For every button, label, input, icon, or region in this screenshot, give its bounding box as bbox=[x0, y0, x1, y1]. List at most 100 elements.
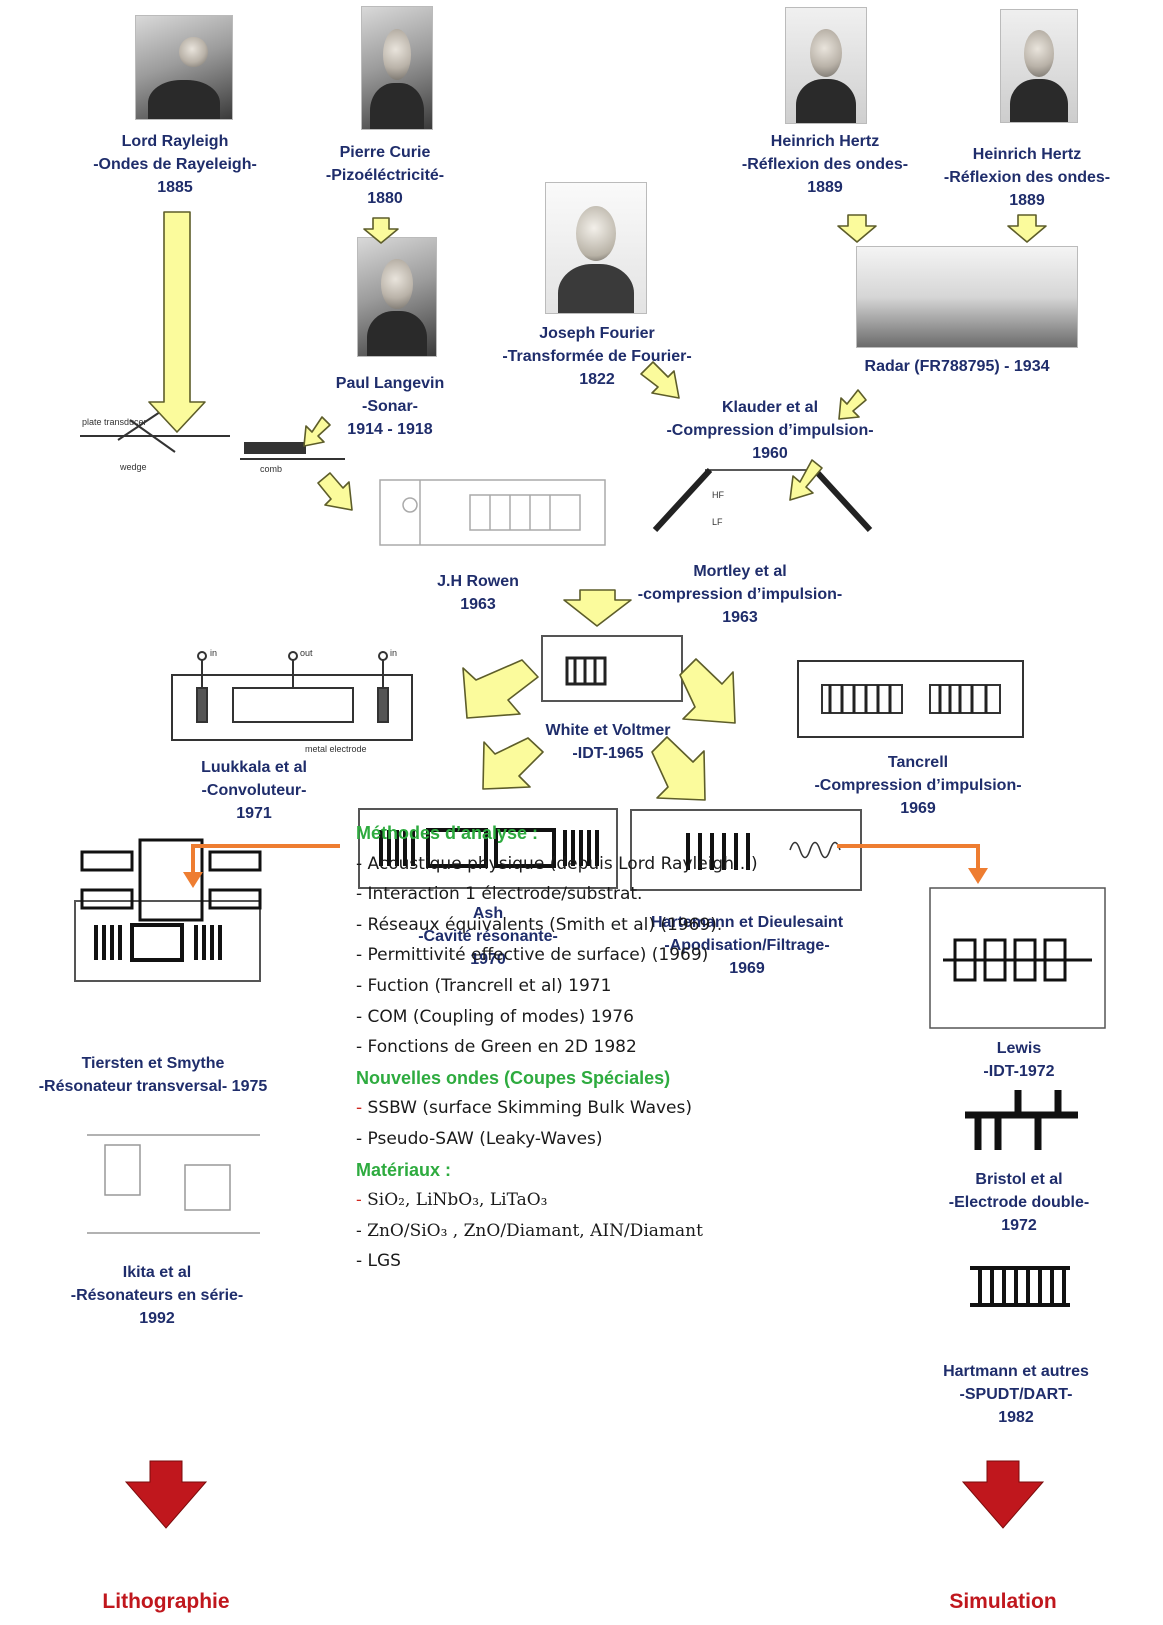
node-tiersten: Tiersten et Smythe -Résonateur transvers… bbox=[39, 1052, 268, 1098]
rayleigh-year: 1885 bbox=[157, 179, 193, 196]
fourier-portrait bbox=[545, 182, 647, 314]
node-curie: Pierre Curie -Pizoéléctricité- 1880 bbox=[326, 141, 444, 210]
rowen-name: J.H Rowen bbox=[437, 573, 519, 590]
tancrell-sketch bbox=[797, 660, 1024, 738]
analysis-item: - Acoustique physique (depuis Lord Rayle… bbox=[356, 853, 758, 874]
node-fourier: Joseph Fourier -Transformée de Fourier- … bbox=[502, 322, 691, 391]
mortley-topic: -compression d’impulsion- bbox=[637, 586, 843, 603]
hartmann-year: 1982 bbox=[998, 1409, 1034, 1426]
tancrell-name: Tancrell bbox=[887, 754, 949, 771]
radar-photo bbox=[856, 246, 1078, 348]
node-lewis: Lewis -IDT-1972 bbox=[983, 1037, 1054, 1083]
tiersten-topic: -Résonateur transversal- 1975 bbox=[38, 1078, 268, 1095]
langevin-name: Paul Langevin bbox=[335, 375, 445, 392]
arrow-fourier bbox=[640, 361, 680, 399]
arrow-hertz1 bbox=[837, 214, 877, 243]
hertz2-portrait bbox=[1000, 9, 1078, 123]
red-arrows bbox=[124, 1460, 1045, 1529]
hertz1-topic: -Réflexion des ondes- bbox=[741, 156, 909, 173]
luukkala-in2: in bbox=[390, 648, 397, 658]
node-hertz1: Heinrich Hertz -Réflexion des ondes- 188… bbox=[742, 130, 908, 199]
bristol-year: 1972 bbox=[1001, 1217, 1037, 1234]
tancrell-electrodes bbox=[828, 685, 988, 713]
analysis-heading: Méthodes d’analyse : bbox=[356, 823, 539, 843]
analysis-item: - Fonctions de Green en 2D 1982 bbox=[356, 1037, 637, 1058]
arrow-klauder bbox=[789, 459, 823, 501]
hartemann-electrodes bbox=[686, 833, 750, 870]
node-klauder: Klauder et al -Compression d’impulsion- … bbox=[666, 396, 873, 465]
yellow-arrows bbox=[148, 211, 1047, 801]
rowen-sketch bbox=[379, 479, 606, 546]
luukkala-name: Luukkala et al bbox=[201, 759, 307, 776]
luukkala-metal: metal electrode bbox=[305, 744, 367, 754]
orange-arrows bbox=[191, 844, 980, 876]
node-bristol: Bristol et al -Electrode double- 1972 bbox=[949, 1168, 1089, 1237]
luukkala-sketch bbox=[171, 651, 413, 741]
fourier-name: Joseph Fourier bbox=[539, 325, 655, 342]
mortley-sketch bbox=[652, 467, 873, 533]
hertz1-name: Heinrich Hertz bbox=[770, 133, 880, 150]
arrow-hertz2 bbox=[1007, 214, 1047, 243]
luukkala-in1: in bbox=[210, 648, 217, 658]
analysis-item: - Fuction (Trancrell et al) 1971 bbox=[356, 975, 612, 996]
arrow-langevin bbox=[303, 416, 331, 447]
langevin-topic: -Sonar- bbox=[362, 398, 418, 415]
hartemann-year: 1969 bbox=[729, 960, 765, 977]
waves-heading: Nouvelles ondes (Coupes Spéciales) bbox=[356, 1067, 671, 1088]
arrow-rayleigh bbox=[148, 211, 206, 433]
analysis-item: - Réseaux équivalents (Smith et al) (196… bbox=[356, 914, 723, 935]
node-hertz2: Heinrich Hertz -Réflexion des ondes- 188… bbox=[944, 143, 1110, 212]
curie-year: 1880 bbox=[367, 190, 403, 207]
fourier-year: 1822 bbox=[579, 371, 615, 388]
tiersten-name: Tiersten et Smythe bbox=[81, 1055, 225, 1072]
white-name: White et Voltmer bbox=[545, 722, 671, 739]
ikita-sketch bbox=[87, 1134, 260, 1234]
rayleigh-portrait bbox=[135, 15, 233, 120]
white-idt-box bbox=[541, 635, 683, 702]
klauder-topic: -Compression d’impulsion- bbox=[666, 422, 874, 439]
node-hartmann: Hartmann et autres -SPUDT/DART- 1982 bbox=[943, 1360, 1089, 1429]
red-arrow-left bbox=[124, 1460, 208, 1529]
curie-name: Pierre Curie bbox=[339, 144, 431, 161]
fourier-topic: -Transformée de Fourier- bbox=[502, 348, 692, 365]
radar-name: Radar (FR788795) - 1934 bbox=[864, 358, 1050, 375]
klauder-name: Klauder et al bbox=[721, 399, 819, 416]
node-ikita: Ikita et al -Résonateurs en série- 1992 bbox=[71, 1261, 244, 1330]
node-rayleigh: Lord Rayleigh -Ondes de Rayeleigh- 1885 bbox=[93, 130, 257, 199]
node-hartemann: Hartemann et Dieulesaint -Apodisation/Fi… bbox=[651, 911, 843, 980]
analysis-item: - Interaction 1 électrode/substrat. bbox=[356, 884, 643, 905]
hartmann-topic: -SPUDT/DART- bbox=[959, 1386, 1073, 1403]
arrow-white-hartemann bbox=[651, 736, 706, 801]
mortley-year: 1963 bbox=[722, 609, 758, 626]
hertz1-year: 1889 bbox=[807, 179, 843, 196]
ikita-topic: -Résonateurs en série- bbox=[70, 1287, 244, 1304]
hartemann-topic: -Apodisation/Filtrage- bbox=[664, 937, 830, 954]
ash-electrodes bbox=[379, 828, 599, 868]
arrow-comb bbox=[317, 472, 353, 511]
bristol-sketch bbox=[965, 1090, 1078, 1150]
white-topic: -IDT-1965 bbox=[572, 745, 644, 762]
materials-dash: - bbox=[356, 1190, 368, 1211]
arrow-white-ash bbox=[482, 737, 544, 790]
node-tancrell: Tancrell -Compression d’impulsion- 1969 bbox=[814, 751, 1021, 820]
materials-item: - LGS bbox=[356, 1251, 401, 1272]
ash-year: 1970 bbox=[470, 951, 506, 968]
node-luukkala: Luukkala et al -Convoluteur- 1971 bbox=[201, 756, 307, 825]
bristol-topic: -Electrode double- bbox=[948, 1194, 1090, 1211]
rayleigh-topic: -Ondes de Rayeleigh- bbox=[93, 156, 257, 173]
lf-label: LF bbox=[712, 517, 723, 527]
ikita-name: Ikita et al bbox=[122, 1264, 192, 1281]
node-radar: Radar (FR788795) - 1934 bbox=[865, 355, 1050, 378]
luukkala-out: out bbox=[300, 648, 313, 658]
hf-label: HF bbox=[712, 490, 724, 500]
arrow-white-tancrell bbox=[679, 658, 736, 724]
outcome-lithographie: Lithographie bbox=[102, 1590, 230, 1613]
comb-label: comb bbox=[260, 464, 282, 474]
ikita-year: 1992 bbox=[139, 1310, 175, 1327]
arrow-radar bbox=[838, 389, 867, 420]
lithography-idt-box bbox=[74, 900, 261, 982]
hartmann-name: Hartmann et autres bbox=[943, 1363, 1089, 1380]
waves-text: SSBW (surface Skimming Bulk Waves) bbox=[367, 1098, 692, 1119]
node-mortley: Mortley et al -compression d’impulsion- … bbox=[638, 560, 842, 629]
tancrell-topic: -Compression d’impulsion- bbox=[814, 777, 1022, 794]
